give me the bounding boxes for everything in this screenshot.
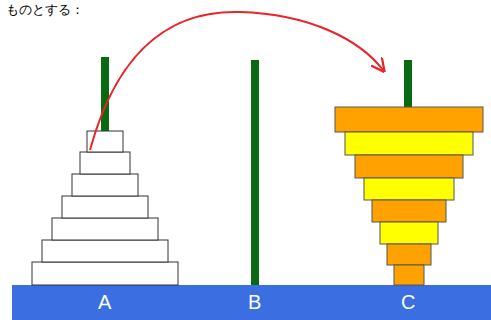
peg-label: B [248,291,261,314]
base-board [12,285,491,320]
peg-c [404,60,412,107]
peg-label: A [98,291,111,314]
note-text: ものとする： [6,1,84,19]
peg-label: C [401,291,415,314]
peg-b [251,60,259,285]
move-arrow [90,12,383,150]
white-disc-stack [32,131,178,285]
colored-disc-stack [335,107,483,285]
